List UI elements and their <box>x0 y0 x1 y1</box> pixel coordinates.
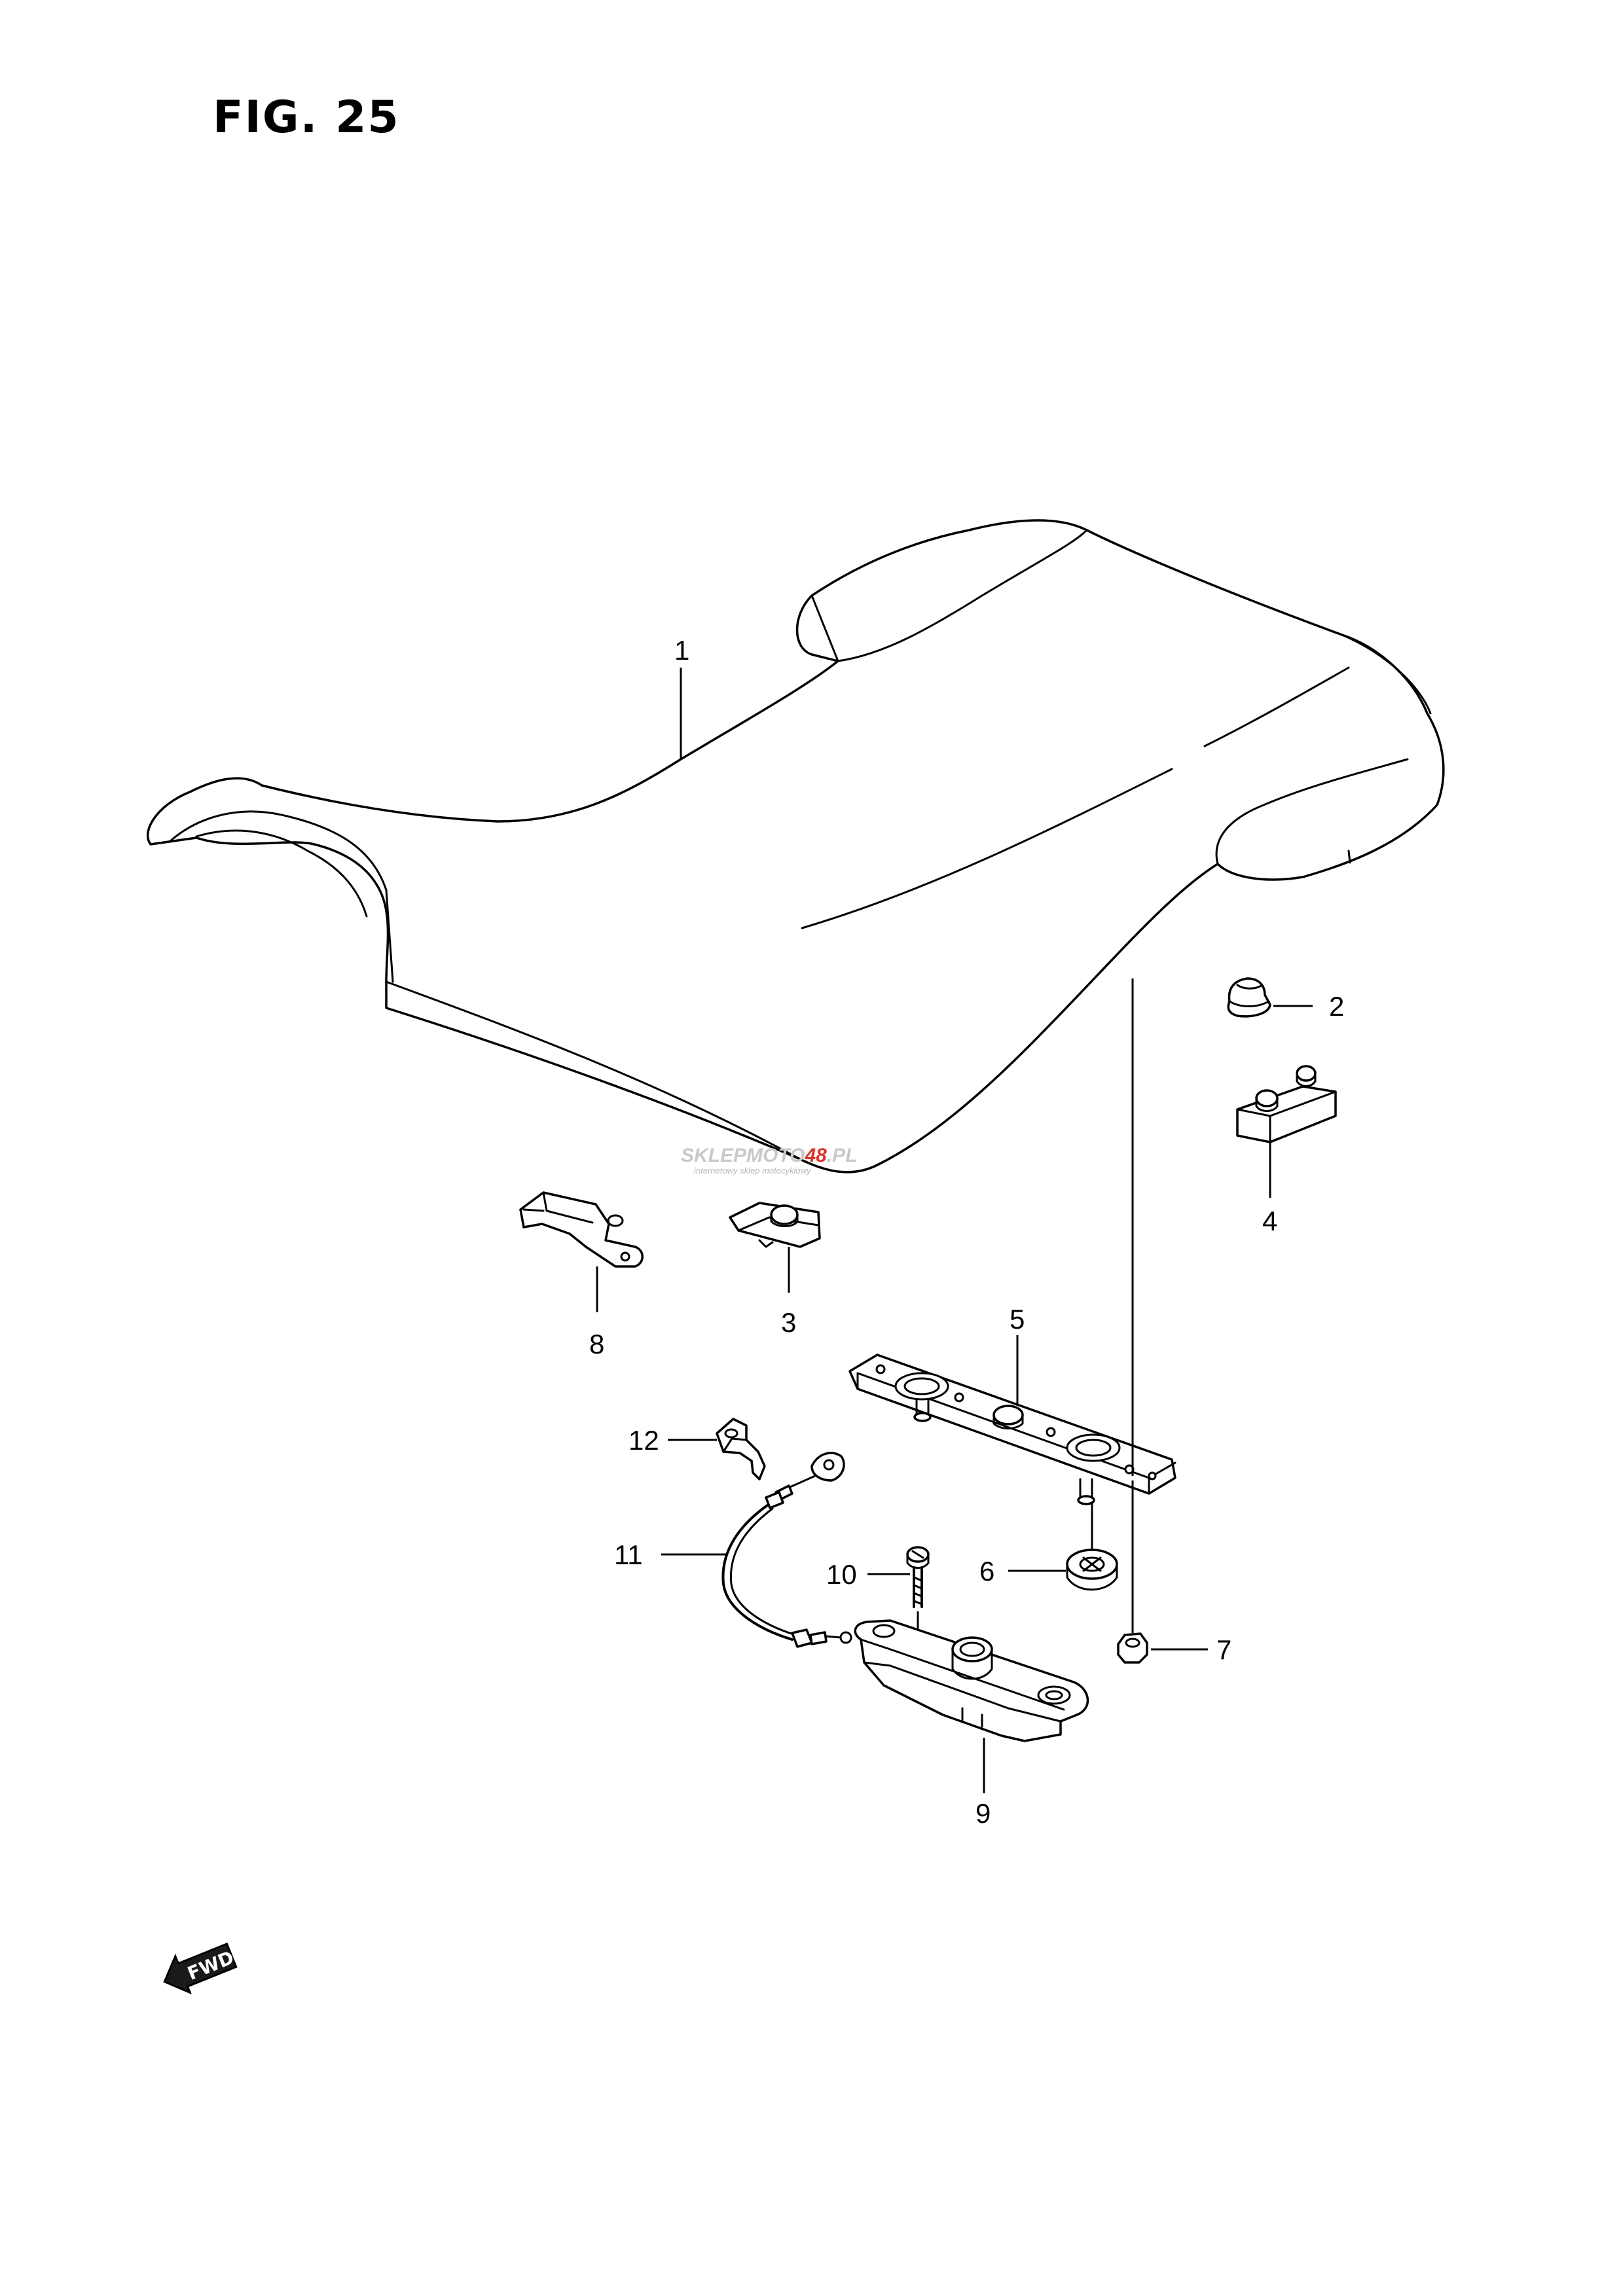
callout-12: 12 <box>628 1425 659 1456</box>
svg-text:SKLEPMOTO48.PL: SKLEPMOTO48.PL <box>681 1145 858 1166</box>
forward-arrow-icon: FWD <box>163 1942 238 1995</box>
screw-part-10 <box>906 1546 930 1608</box>
cushion-part-2 <box>1227 977 1271 1018</box>
callout-11: 11 <box>614 1539 643 1570</box>
clip-part-3 <box>729 1202 821 1248</box>
seat-part <box>147 519 1445 1174</box>
callout-5: 5 <box>1010 1304 1025 1335</box>
cushion-part-4 <box>1236 1065 1337 1143</box>
callout-2: 2 <box>1329 991 1344 1022</box>
watermark-brand-3: .PL <box>827 1145 858 1166</box>
nut-part-7 <box>1117 1632 1148 1664</box>
bracket-part-8 <box>519 1191 644 1268</box>
callout-3: 3 <box>781 1307 796 1338</box>
callout-1: 1 <box>674 635 689 666</box>
watermark-tagline: internetowy sklep motocyklowy <box>694 1166 812 1175</box>
watermark: SKLEPMOTO48.PL internetowy sklep motocyk… <box>681 1145 858 1175</box>
watermark-brand-1: SKLEPMOTO <box>681 1145 805 1166</box>
bracket-part-12 <box>716 1418 766 1480</box>
callout-4: 4 <box>1262 1206 1277 1236</box>
seat-lock-part-9 <box>854 1619 1089 1742</box>
cable-part-11 <box>721 1452 852 1648</box>
watermark-brand-2: 48 <box>804 1145 827 1166</box>
callout-8: 8 <box>589 1329 604 1359</box>
grommet-part-6 <box>1066 1549 1118 1591</box>
callout-7: 7 <box>1216 1634 1231 1665</box>
callout-10: 10 <box>826 1559 857 1590</box>
callout-6: 6 <box>979 1556 994 1587</box>
figure-title: FIG. 25 <box>213 92 400 143</box>
callout-9: 9 <box>975 1798 991 1829</box>
plate-part-5 <box>848 1354 1176 1505</box>
